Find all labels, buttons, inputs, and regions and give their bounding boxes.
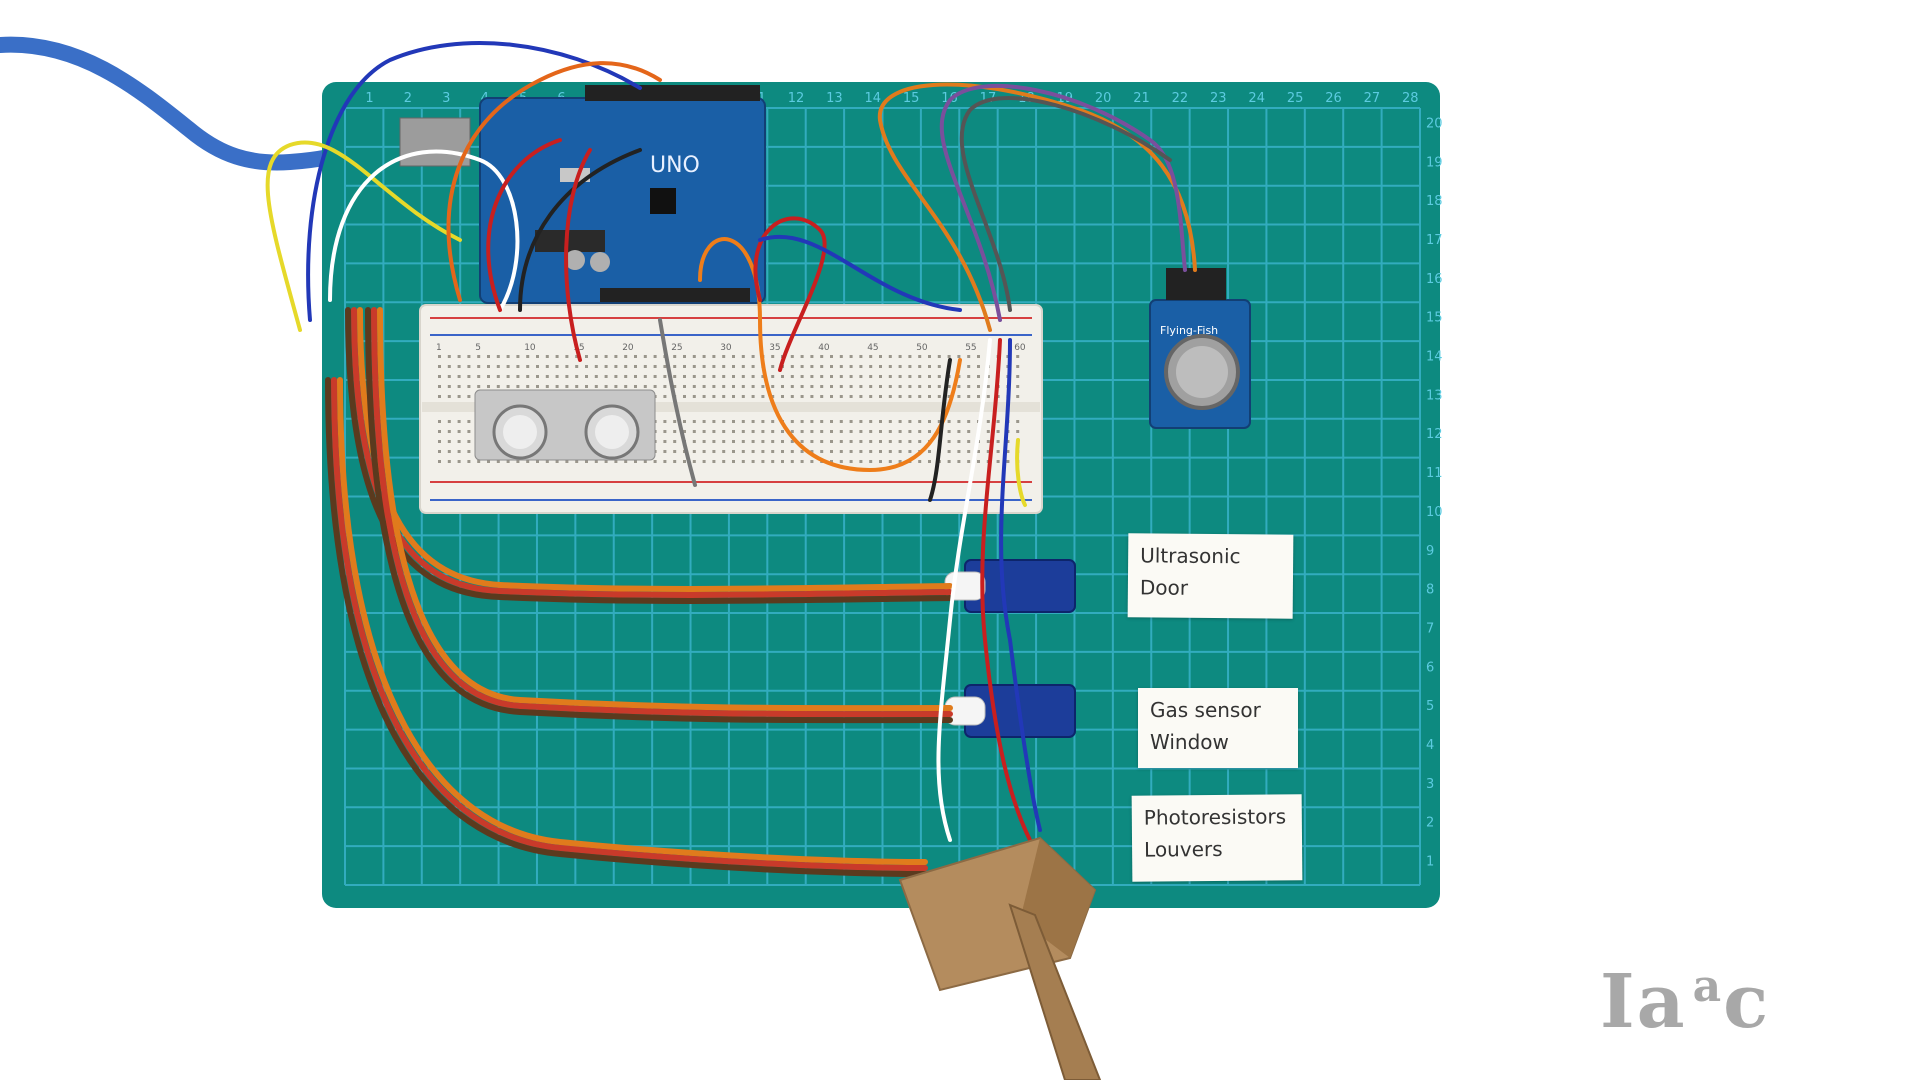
breadboard-number: 40 xyxy=(818,343,830,353)
mat-scale-label: 20 xyxy=(1095,91,1112,106)
jumper-wires xyxy=(265,41,1197,842)
mat-side-label: 3 xyxy=(1426,777,1434,792)
breadboard-number: 20 xyxy=(622,343,634,353)
breadboard-number: 60 xyxy=(1014,343,1026,353)
label-card-ultrasonic: Ultrasonic Door xyxy=(1127,533,1294,619)
logo-sup: a xyxy=(1692,961,1724,1013)
mat-side-label: 18 xyxy=(1426,194,1443,209)
gas-sensor-brand: Flying-Fish xyxy=(1160,324,1218,337)
servo-cables xyxy=(325,307,953,877)
mat-scale-label: 25 xyxy=(1287,91,1304,106)
breadboard-number: 55 xyxy=(965,343,976,353)
label-gas-title: Gas sensor xyxy=(1150,698,1261,722)
mat-scale-label: 24 xyxy=(1248,91,1265,106)
board-label: UNO xyxy=(650,153,700,178)
mat-scale-label: 13 xyxy=(826,91,843,106)
label-photo-subtitle: Louvers xyxy=(1143,836,1223,862)
mat-scale-label: 1 xyxy=(365,91,373,106)
mat-side-label: 1 xyxy=(1426,855,1434,870)
label-card-photo: Photoresistors Louvers xyxy=(1131,794,1303,882)
mat-side-label: 2 xyxy=(1426,816,1434,831)
mat-scale-label: 15 xyxy=(903,91,920,106)
label-photo-title: Photoresistors xyxy=(1143,804,1287,830)
label-gas-subtitle: Window xyxy=(1150,730,1229,754)
servo-door xyxy=(944,559,1076,613)
mat-scale-label: 21 xyxy=(1133,91,1150,106)
breadboard-number: 10 xyxy=(524,343,536,353)
breadboard-number: 50 xyxy=(916,343,928,353)
breadboard-number: 45 xyxy=(867,343,878,353)
mat-side-label: 5 xyxy=(1426,699,1434,714)
gas-sensor-module: Flying-Fish xyxy=(1149,268,1251,429)
mat-side-label: 11 xyxy=(1426,466,1443,481)
breadboard-number: 15 xyxy=(573,343,584,353)
mat-side-label: 12 xyxy=(1426,427,1443,442)
mat-scale-label: 28 xyxy=(1402,91,1419,106)
mat-side-label: 17 xyxy=(1426,233,1443,248)
mat-scale-label: 12 xyxy=(788,91,805,106)
logo-tail: c xyxy=(1723,959,1771,1045)
mat-side-label: 6 xyxy=(1426,660,1434,675)
label-ultrasonic-title: Ultrasonic xyxy=(1140,543,1241,569)
mat-side-label: 9 xyxy=(1426,544,1434,559)
breadboard-number: 30 xyxy=(720,343,732,353)
mat-scale-label: 3 xyxy=(442,91,450,106)
mat-scale-label: 26 xyxy=(1325,91,1342,106)
mat-scale-label: 14 xyxy=(865,91,882,106)
mat-side-label: 8 xyxy=(1426,583,1434,598)
arduino-uno: UNO xyxy=(399,85,766,304)
louver-model xyxy=(898,836,1102,1080)
mat-scale-label: 27 xyxy=(1364,91,1381,106)
label-ultrasonic-subtitle: Door xyxy=(1139,575,1189,600)
mat-side-label: 20 xyxy=(1426,116,1443,131)
mat-side-label: 10 xyxy=(1426,505,1443,520)
mat-side-label: 13 xyxy=(1426,388,1443,403)
servo-window xyxy=(944,684,1076,738)
mat-side-label: 15 xyxy=(1426,311,1443,326)
breadboard-number: 25 xyxy=(671,343,682,353)
mat-scale-label: 2 xyxy=(404,91,412,106)
mat-scale-label: 23 xyxy=(1210,91,1227,106)
label-card-gas: Gas sensor Window xyxy=(1138,688,1298,768)
mat-side-label: 7 xyxy=(1426,621,1434,636)
mat-side-label: 14 xyxy=(1426,350,1443,365)
breadboard-number: 5 xyxy=(475,343,481,353)
mat-scale-label: 22 xyxy=(1172,91,1189,106)
mat-side-label: 19 xyxy=(1426,155,1443,170)
breadboard-number: 1 xyxy=(436,343,442,353)
mat-side-label: 16 xyxy=(1426,272,1443,287)
breadboard-number: 35 xyxy=(769,343,780,353)
usb-cable xyxy=(0,36,368,171)
mat-side-label: 4 xyxy=(1426,738,1434,753)
logo-main: Ia xyxy=(1600,959,1687,1045)
ultrasonic-sensor xyxy=(474,389,656,461)
